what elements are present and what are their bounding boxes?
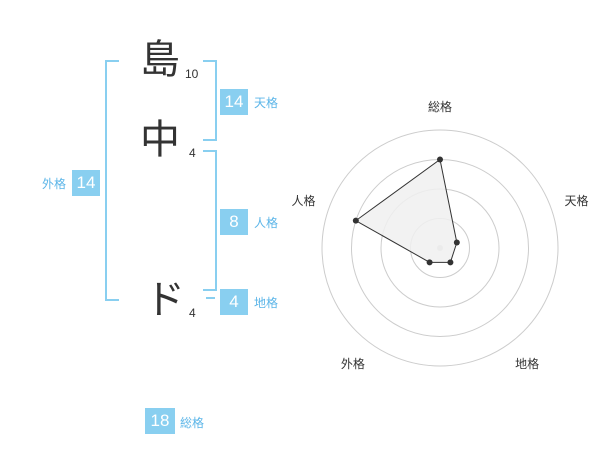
radar-axis-label-3: 地格 [515,356,540,371]
radar-point-5 [352,217,359,224]
radar-ring [321,129,559,367]
chikaku-label: 地格 [254,296,279,310]
gaikaku-label: 外格 [42,177,67,191]
stroke-count-2: 4 [189,146,196,160]
soukaku-label: 総格 [180,416,205,430]
jinkaku-bracket [203,150,217,291]
name-char-1: 島 [140,37,180,83]
jinkaku-label: 人格 [254,216,279,230]
radar-point-2 [453,239,460,246]
tenkaku-value: 14 [220,89,248,115]
chikaku-value: 4 [220,289,248,315]
tenkaku-label: 天格 [254,96,279,110]
radar-point-4 [426,259,433,266]
radar-axis-label-5: 人格 [291,194,316,209]
jinkaku-value: 8 [220,209,248,235]
radar-axis-label-1: 総格 [428,100,453,115]
radar-series-area [354,158,458,263]
radar-point-1 [437,156,443,163]
radar-axis-label-2: 天格 [564,194,589,209]
outer-bracket [105,60,119,301]
tenkaku-bracket [203,60,217,141]
stroke-count-3: 4 [189,306,196,320]
soukaku-value: 18 [145,408,175,434]
radar-point-3 [447,259,454,266]
name-char-3: ド [145,277,185,323]
chikaku-bracket [206,297,215,299]
gaikaku-value: 14 [72,170,100,196]
name-char-2: 中 [140,117,180,163]
stroke-count-1: 10 [185,67,199,81]
radar-axis-label-4: 外格 [340,356,365,371]
